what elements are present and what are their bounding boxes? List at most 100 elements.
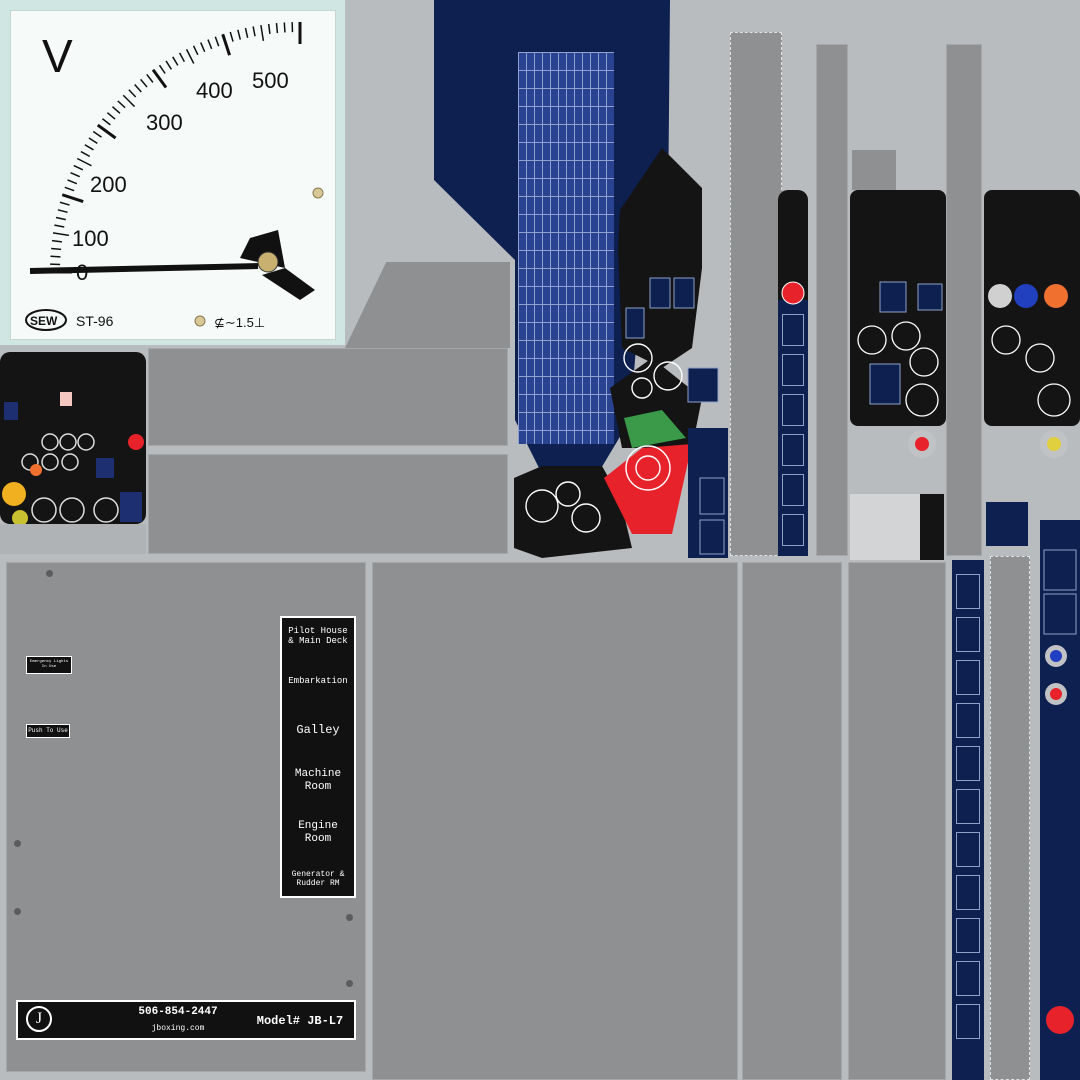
dial-tick — [158, 64, 166, 74]
dial-tick — [51, 239, 62, 243]
grey-rounded-strip — [852, 150, 896, 190]
dial-tick — [106, 112, 116, 120]
dial-tick — [73, 164, 84, 171]
dial-tick — [122, 94, 136, 108]
voltmeter-dial: V 0 100 200 300 400 500 SEW ST-96 ⊈∼1.5⊥ — [25, 22, 324, 331]
bottom-panel-strip-a — [742, 562, 842, 1080]
dial-tick — [151, 68, 168, 89]
dial-tick — [165, 60, 173, 70]
directory-item-galley: Galley — [296, 723, 340, 737]
top-tile-wide-upper — [148, 348, 508, 446]
screw — [14, 840, 21, 847]
directory-item-engine-room: Engine Room — [298, 820, 338, 845]
strip-2 — [816, 44, 848, 556]
dial-tick — [88, 137, 98, 145]
dial-tick — [221, 33, 231, 56]
dial-tick — [54, 224, 65, 228]
dial-tick — [67, 179, 78, 185]
dial-tick — [52, 232, 69, 237]
manufacturer-plate: J 506-854-2447 jboxing.com Model# JB-L7 — [16, 1000, 356, 1040]
tick-label-100: 100 — [72, 226, 109, 251]
component-cluster-right-art — [850, 281, 1071, 560]
dial-tick — [76, 157, 92, 167]
switch-slot — [956, 746, 980, 781]
screw — [346, 980, 353, 987]
dial-tick — [117, 100, 126, 109]
dial-tick — [283, 22, 286, 33]
dial-tick — [252, 26, 256, 37]
strip-4 — [990, 556, 1030, 1080]
screw — [46, 570, 53, 577]
dial-tick — [275, 23, 279, 34]
switch-slot — [782, 394, 804, 426]
directory-item-machine-room: Machine Room — [294, 768, 342, 793]
bottom-panel-strip-b — [848, 562, 946, 1080]
switch-slot — [956, 961, 980, 996]
dial-tick — [92, 130, 102, 138]
directory-panel: Pilot House & Main Deck Embarkation Gall… — [280, 616, 356, 898]
dial-tick — [59, 201, 70, 206]
switch-slot — [782, 314, 804, 346]
grey-wedge — [345, 262, 510, 348]
emergency-lights-label: Emergency Lights In Use — [26, 656, 72, 674]
switch-slot — [782, 354, 804, 386]
strip-1 — [730, 32, 782, 556]
tick-label-500: 500 — [252, 68, 289, 93]
dial-tick — [178, 52, 186, 63]
dial-tick — [172, 56, 179, 66]
tick-label-200: 200 — [90, 172, 127, 197]
switch-slot — [956, 832, 980, 867]
dial-tick — [260, 24, 265, 41]
dial-tick — [51, 247, 62, 251]
voltmeter: V 0 100 200 300 400 500 SEW ST-96 ⊈∼1.5⊥ — [0, 0, 345, 345]
switch-slot — [956, 875, 980, 910]
dial-tick — [50, 255, 61, 258]
switch-slot — [782, 474, 804, 506]
dial-tick — [96, 123, 117, 140]
switch-slot — [782, 514, 804, 546]
dial-tick — [134, 83, 142, 93]
plate-website: jboxing.com — [151, 1024, 205, 1033]
push-to-use-label: Push To Use — [26, 724, 70, 738]
plate-phone: 506-854-2447 — [138, 1006, 218, 1018]
dial-tick — [244, 27, 249, 38]
dial-tick — [192, 45, 199, 56]
switch-slot — [956, 918, 980, 953]
meter-unit: V — [42, 30, 73, 82]
red-dial-column-1 — [781, 281, 805, 305]
dial-tick — [57, 209, 68, 214]
bottom-panel-center — [372, 562, 738, 1080]
dial-tick — [146, 74, 154, 83]
dial-tick — [229, 31, 234, 42]
switch-slot — [956, 789, 980, 824]
dial-tick — [64, 186, 75, 192]
meter-model: ST-96 — [76, 313, 114, 329]
dial-tick — [214, 36, 220, 47]
switch-slot — [956, 703, 980, 738]
switch-slot — [782, 434, 804, 466]
switch-slots-1 — [778, 300, 808, 556]
tick-label-400: 400 — [196, 78, 233, 103]
dial-tick — [111, 106, 121, 114]
switch-slot — [956, 660, 980, 695]
dial-tick — [200, 42, 206, 53]
tick-label-0: 0 — [76, 260, 88, 285]
dial-tick — [140, 78, 148, 88]
screw — [346, 914, 353, 921]
dial-tick — [237, 29, 242, 40]
dial-tick — [55, 216, 66, 221]
dial-tick — [61, 193, 84, 203]
logo: J — [26, 1006, 52, 1032]
navy-column-3-dials — [1043, 549, 1077, 1034]
tick-label-300: 300 — [146, 110, 183, 135]
meter-brand: SEW — [30, 314, 58, 328]
dial-tick — [80, 150, 91, 158]
dial-tick — [267, 23, 271, 34]
switch-grid — [518, 52, 614, 444]
directory-item-embarkation: Embarkation — [288, 676, 348, 686]
dial-tick — [185, 48, 195, 64]
component-cluster-left-art — [0, 392, 146, 554]
strip-3 — [946, 44, 982, 556]
switch-slot — [956, 617, 980, 652]
dial-tick — [207, 39, 213, 50]
